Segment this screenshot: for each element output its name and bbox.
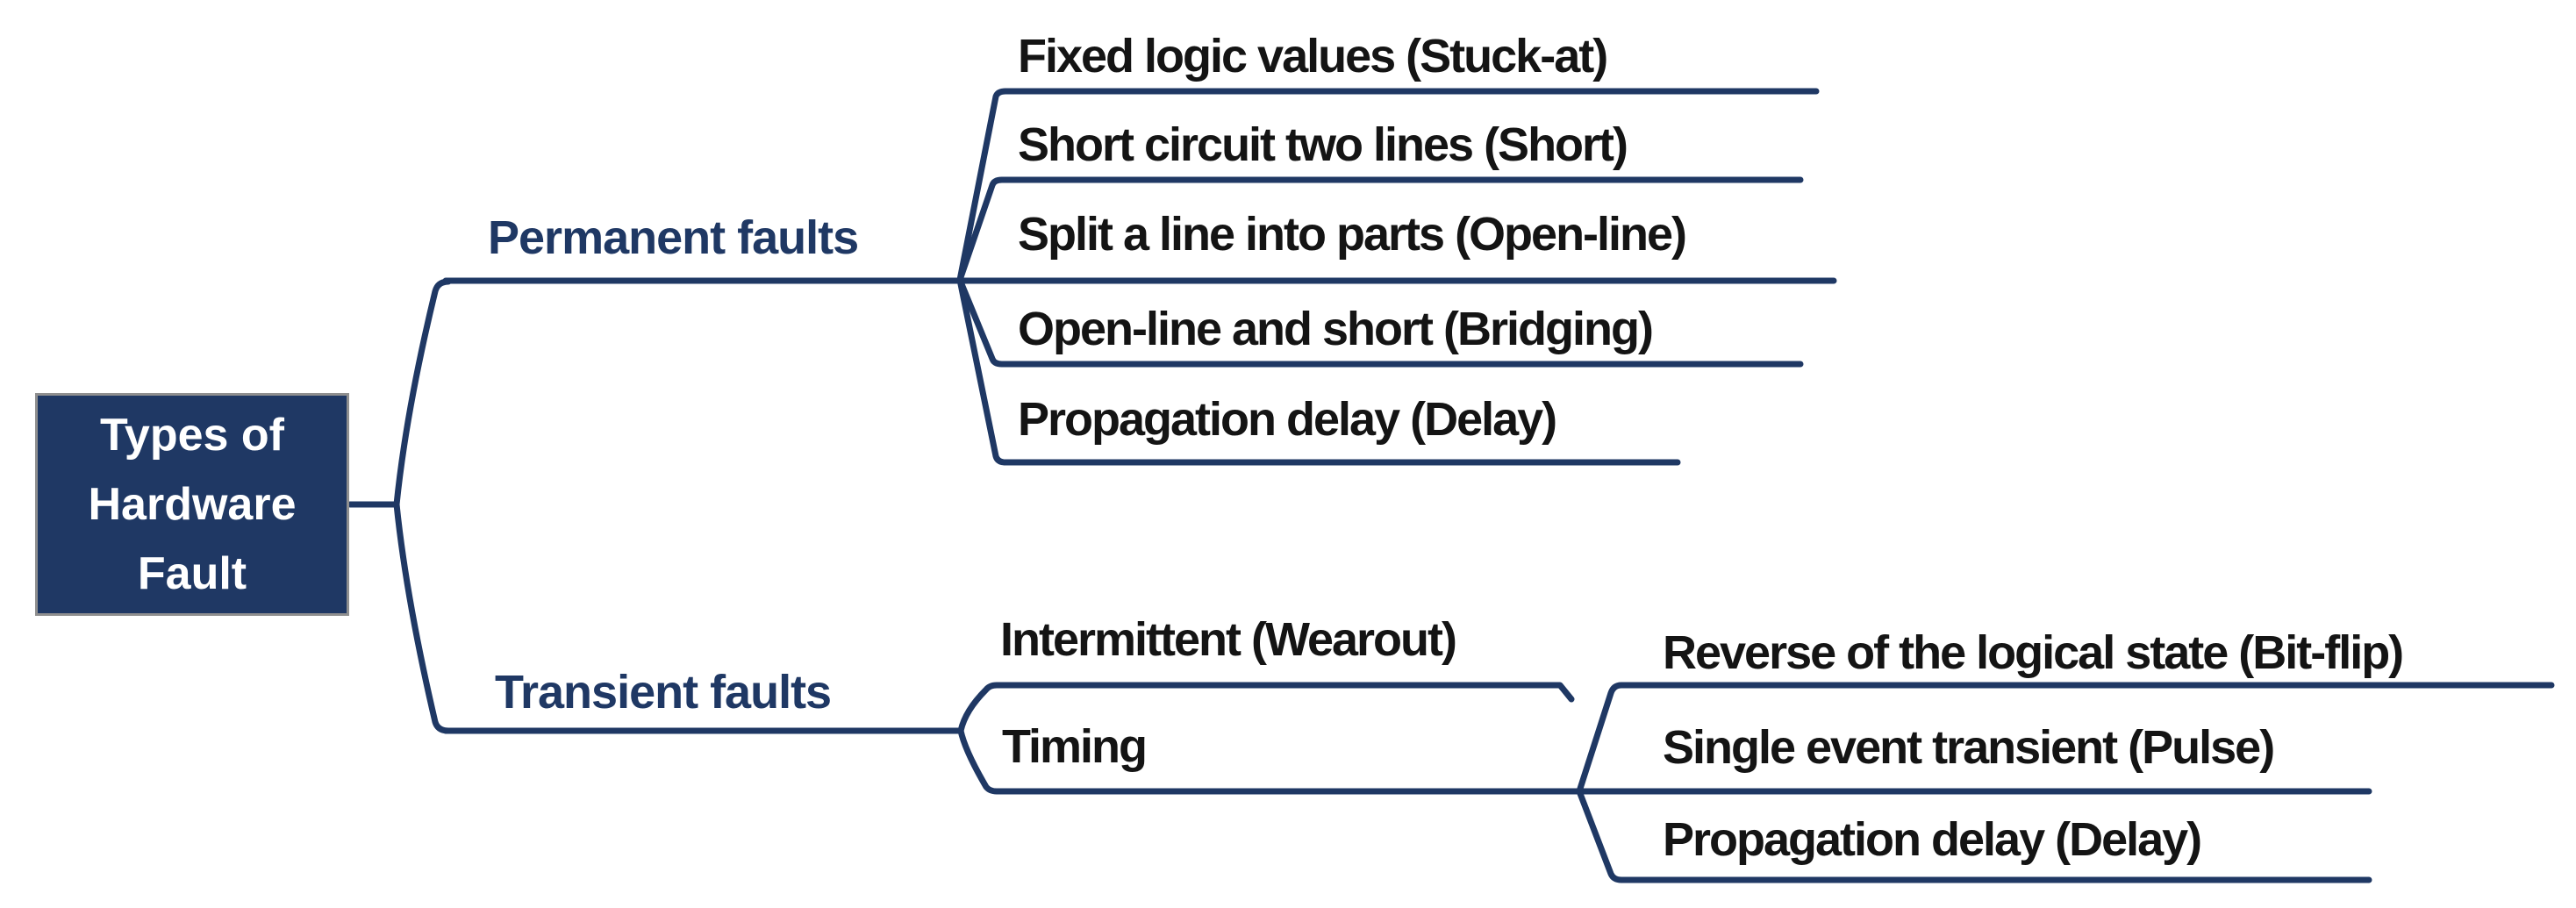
root-node-types-of-hardware-fault: Types of Hardware Fault (35, 393, 349, 616)
root-label-line-2: Hardware (88, 478, 297, 530)
branch-label-permanent-faults: Permanent faults (488, 211, 859, 264)
leaf-short: Short circuit two lines (Short) (1018, 118, 1628, 171)
leaf-stuck-at: Fixed logic values (Stuck-at) (1018, 30, 1608, 82)
node-timing: Timing (1002, 720, 1148, 773)
leaf-bit-flip: Reverse of the logical state (Bit-flip) (1663, 626, 2404, 679)
connector-root-to-permanent (393, 278, 452, 508)
leaf-propagation-delay: Propagation delay (Delay) (1018, 393, 1557, 446)
connector-root-to-transient (393, 501, 452, 734)
connector-permanent-to-bridging (956, 276, 1804, 368)
connector-permanent-to-stuck-at (956, 88, 1820, 283)
connector-transient-to-timing (957, 727, 2372, 795)
connector-timing-to-bit-flip (1576, 682, 2555, 795)
leaf-bridging: Open-line and short (Bridging) (1018, 303, 1654, 355)
branch-label-transient-faults: Transient faults (495, 666, 832, 719)
root-label-line-1: Types of (100, 409, 284, 461)
leaf-pulse: Single event transient (Pulse) (1663, 721, 2275, 774)
leaf-open-line: Split a line into parts (Open-line) (1018, 208, 1687, 261)
root-label-line-3: Fault (137, 547, 247, 599)
leaf-intermittent-wearout: Intermittent (Wearout) (1000, 613, 1457, 666)
connector-timing-to-prop-delay (1576, 788, 2372, 883)
leaf-propagation-delay-transient: Propagation delay (Delay) (1663, 813, 2202, 866)
connector-transient-to-wearout (957, 682, 1575, 734)
connector-permanent-to-short (956, 176, 1804, 283)
connector-permanent-to-delay (956, 276, 1681, 466)
